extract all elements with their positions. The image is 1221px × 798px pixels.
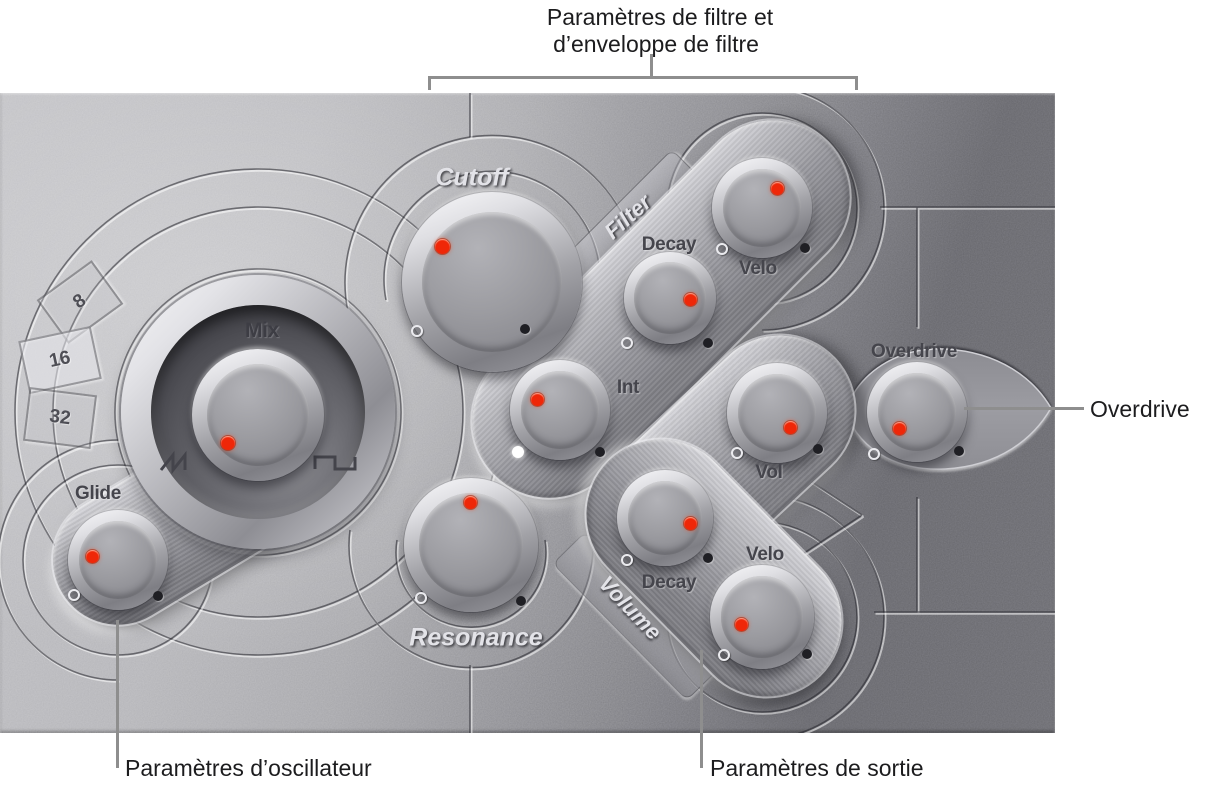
mix-chrome-ring [121, 275, 395, 549]
filter-velo-knob-body [723, 169, 801, 247]
volume-vol-min-dot [731, 447, 743, 459]
filter-int-min-dot [512, 446, 524, 458]
filter-velo-label: Velo [739, 258, 777, 279]
volume-velo-label: Velo [746, 544, 784, 565]
square-wave-icon [313, 455, 357, 471]
filter-decay-knob[interactable] [624, 252, 716, 344]
volume-velo-min-dot [718, 649, 730, 661]
resonance-max-dot [516, 596, 526, 606]
resonance-knob[interactable] [404, 478, 538, 612]
volume-decay-indicator-dot [684, 517, 697, 530]
cutoff-indicator-dot [435, 239, 450, 254]
filter-group-annotation-line1: Paramètres de filtre et [546, 4, 774, 30]
overdrive-knob-label: Overdrive [870, 341, 958, 362]
filter-decay-min-dot [621, 337, 633, 349]
filter-group-bracket-stem [650, 54, 653, 78]
filter-decay-indicator-dot [684, 293, 697, 306]
octave-option-32[interactable]: 32 [22, 387, 98, 449]
glide-label: Glide [74, 483, 122, 504]
sawtooth-wave-icon [159, 450, 187, 474]
mix-knob-body [206, 363, 310, 467]
volume-vol-indicator-dot [784, 421, 797, 434]
mix-knob[interactable] [192, 349, 324, 481]
volume-vol-knob-body [738, 374, 816, 452]
glide-indicator-dot [86, 550, 99, 563]
overdrive-knob[interactable] [867, 362, 967, 462]
volume-decay-min-dot [621, 554, 633, 566]
cutoff-max-dot [520, 324, 530, 334]
resonance-label: Resonance [409, 623, 543, 652]
filter-velo-knob[interactable] [712, 158, 812, 258]
volume-decay-label: Decay [641, 572, 697, 593]
cutoff-knob-body [421, 211, 563, 353]
overdrive-indicator-dot [893, 422, 906, 435]
overdrive-knob-body [878, 373, 956, 451]
octave-32-label: 32 [48, 405, 72, 430]
volume-velo-knob[interactable] [710, 565, 814, 669]
filter-group-bracket-horizontal [428, 76, 858, 79]
glide-knob[interactable] [68, 510, 168, 610]
volume-velo-knob-body [721, 576, 803, 658]
octave-16-label: 16 [47, 347, 73, 372]
octave-8-label: 8 [69, 289, 91, 314]
overdrive-min-dot [868, 448, 880, 460]
volume-velo-max-dot [802, 649, 812, 659]
output-annotation: Paramètres de sortie [710, 755, 924, 781]
glide-min-dot [68, 589, 80, 601]
mix-indicator-dot [221, 436, 235, 450]
cutoff-min-dot [411, 325, 423, 337]
cutoff-label: Cutoff [435, 163, 509, 192]
oscillator-annotation: Paramètres d’oscillateur [125, 755, 372, 781]
filter-int-max-dot [595, 447, 605, 457]
volume-decay-max-dot [703, 553, 713, 563]
glide-max-dot [153, 591, 163, 601]
resonance-indicator-dot [464, 496, 477, 509]
overdrive-callout-line [964, 407, 1084, 410]
overdrive-annotation: Overdrive [1090, 396, 1190, 422]
volume-vol-knob[interactable] [727, 363, 827, 463]
filter-group-bracket-right-tick [855, 76, 858, 90]
filter-velo-min-dot [716, 243, 728, 255]
filter-decay-label: Decay [641, 234, 697, 255]
overdrive-max-dot [954, 446, 964, 456]
filter-int-knob-body [521, 371, 599, 449]
volume-velo-indicator-dot [735, 618, 748, 631]
volume-vol-label: Vol [755, 462, 783, 483]
filter-int-indicator-dot [531, 393, 544, 406]
resonance-min-dot [415, 592, 427, 604]
filter-decay-max-dot [703, 338, 713, 348]
filter-int-label: Int [616, 377, 640, 398]
filter-group-annotation-line2: d’enveloppe de filtre [553, 31, 759, 57]
cutoff-knob[interactable] [402, 192, 582, 372]
oscillator-callout-line [116, 620, 119, 768]
resonance-knob-body [418, 492, 524, 598]
filter-int-knob[interactable] [510, 360, 610, 460]
output-callout-line [700, 650, 703, 768]
mix-label: Mix [244, 319, 280, 342]
volume-vol-max-dot [813, 444, 823, 454]
filter-velo-indicator-dot [771, 182, 784, 195]
volume-decay-knob[interactable] [617, 470, 713, 566]
filter-group-bracket-left-tick [428, 76, 431, 90]
filter-velo-max-dot [800, 243, 810, 253]
